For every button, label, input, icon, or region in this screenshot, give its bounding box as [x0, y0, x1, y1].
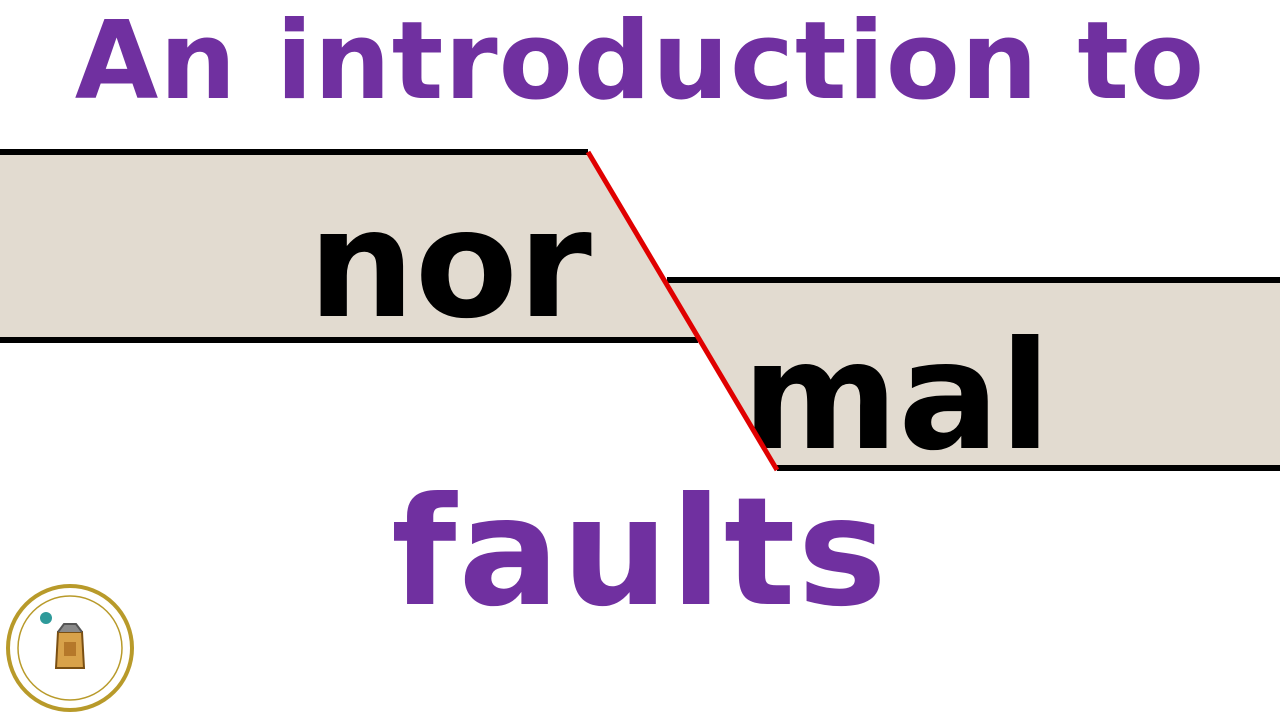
footwall-layer	[0, 152, 698, 340]
hanging-wall-layer	[667, 280, 1280, 468]
title-line-3: faults	[391, 466, 889, 640]
fault-line	[585, 150, 780, 472]
geology-in-a-jiffy-logo	[6, 584, 134, 712]
word-part-before-fault: nor	[308, 178, 592, 352]
specimen-bag-icon	[54, 623, 86, 669]
word-part-after-fault: mal	[742, 310, 1051, 484]
globe-dot-icon	[40, 612, 52, 624]
title-line-1: An introduction to	[74, 0, 1206, 124]
